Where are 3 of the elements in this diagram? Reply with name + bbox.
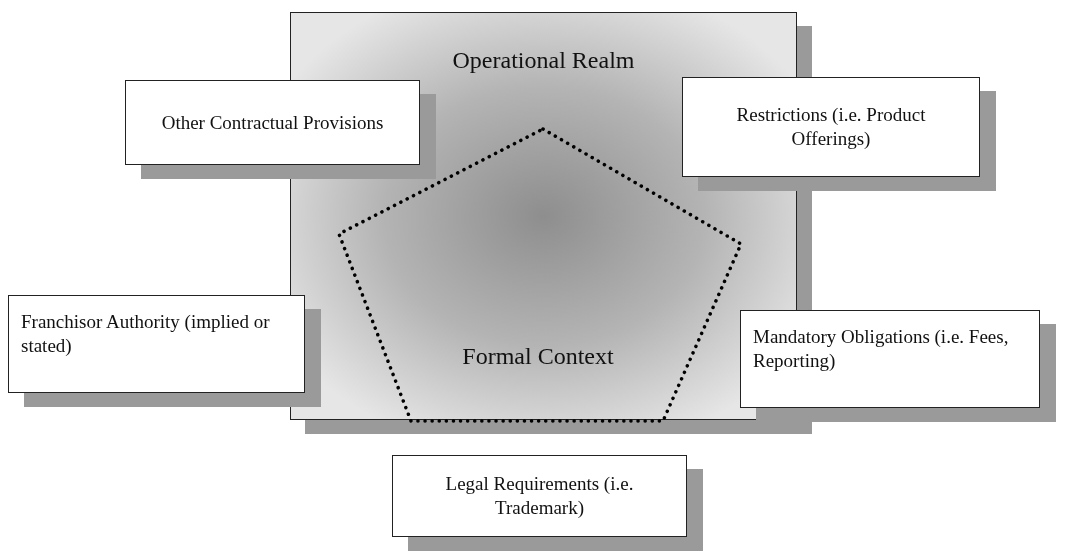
realm-title: Operational Realm: [452, 47, 635, 74]
pentagon-label: Formal Context: [462, 343, 614, 370]
pentagon-outline: [339, 129, 741, 421]
